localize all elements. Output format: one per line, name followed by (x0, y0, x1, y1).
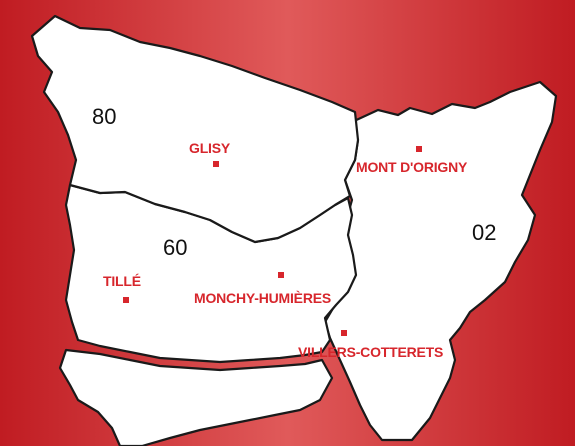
city-label-glisy[interactable]: GLISY (189, 140, 231, 156)
city-marker-mont-d-origny[interactable] (416, 146, 422, 152)
department-number-80: 80 (92, 104, 116, 129)
city-marker-tille[interactable] (123, 297, 129, 303)
city-label-mont-d-origny[interactable]: MONT D'ORIGNY (356, 159, 468, 175)
department-somme-shape[interactable] (30, 14, 360, 244)
city-marker-monchy-humieres[interactable] (278, 272, 284, 278)
city-marker-villers-cotterets[interactable] (341, 330, 347, 336)
city-label-tille[interactable]: TILLÉ (103, 273, 141, 289)
department-number-02: 02 (472, 220, 496, 245)
department-southwest-strip[interactable] (58, 348, 334, 446)
department-number-60: 60 (163, 235, 187, 260)
city-label-villers-cotterets[interactable]: VILLERS-COTTERETS (298, 344, 443, 360)
city-label-monchy-humieres[interactable]: MONCHY-HUMIÈRES (194, 290, 331, 306)
city-marker-glisy[interactable] (213, 161, 219, 167)
